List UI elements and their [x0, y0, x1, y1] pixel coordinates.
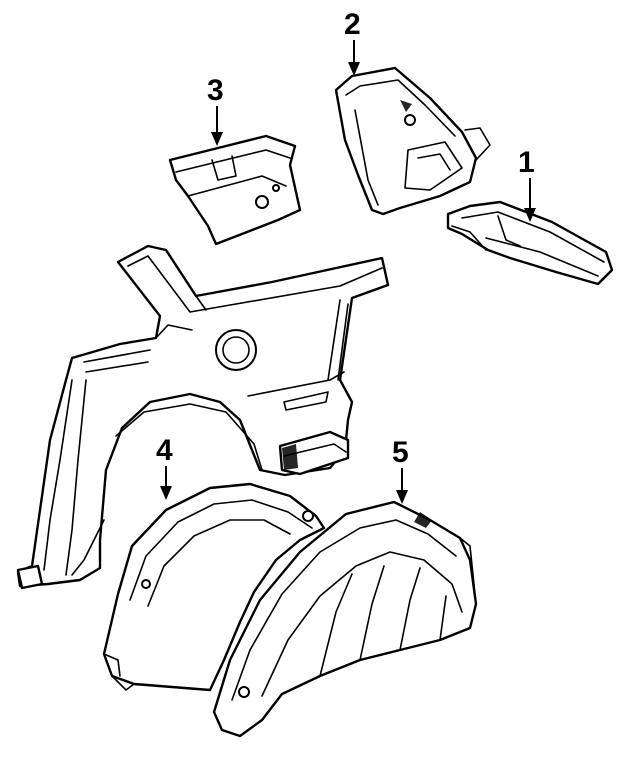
callout-5-arrowhead	[396, 490, 408, 504]
callout-2-label: 2	[344, 8, 361, 41]
callout-5-label: 5	[392, 436, 409, 469]
part-5-wheelhouse-outer[interactable]	[212, 500, 478, 738]
callout-2: 2	[344, 8, 361, 76]
callout-3-label: 3	[207, 74, 224, 107]
callout-4-arrowhead	[160, 486, 172, 500]
callout-4-label: 4	[156, 434, 173, 467]
callout-5: 5	[392, 436, 409, 504]
callout-1-label: 1	[518, 146, 535, 179]
part-4-wheelhouse-liner[interactable]	[102, 482, 326, 692]
quarter-panel-inner[interactable]	[16, 244, 390, 590]
callout-3: 3	[207, 74, 224, 146]
callout-1: 1	[518, 146, 536, 222]
part-1-rail[interactable]	[446, 200, 614, 286]
part-3-bracket[interactable]	[168, 134, 302, 246]
callout-3-arrowhead	[211, 132, 223, 146]
callout-2-arrowhead	[348, 62, 360, 76]
callout-1-arrowhead	[524, 208, 536, 222]
part-2-brace[interactable]	[334, 66, 491, 216]
callout-4: 4	[156, 434, 173, 500]
